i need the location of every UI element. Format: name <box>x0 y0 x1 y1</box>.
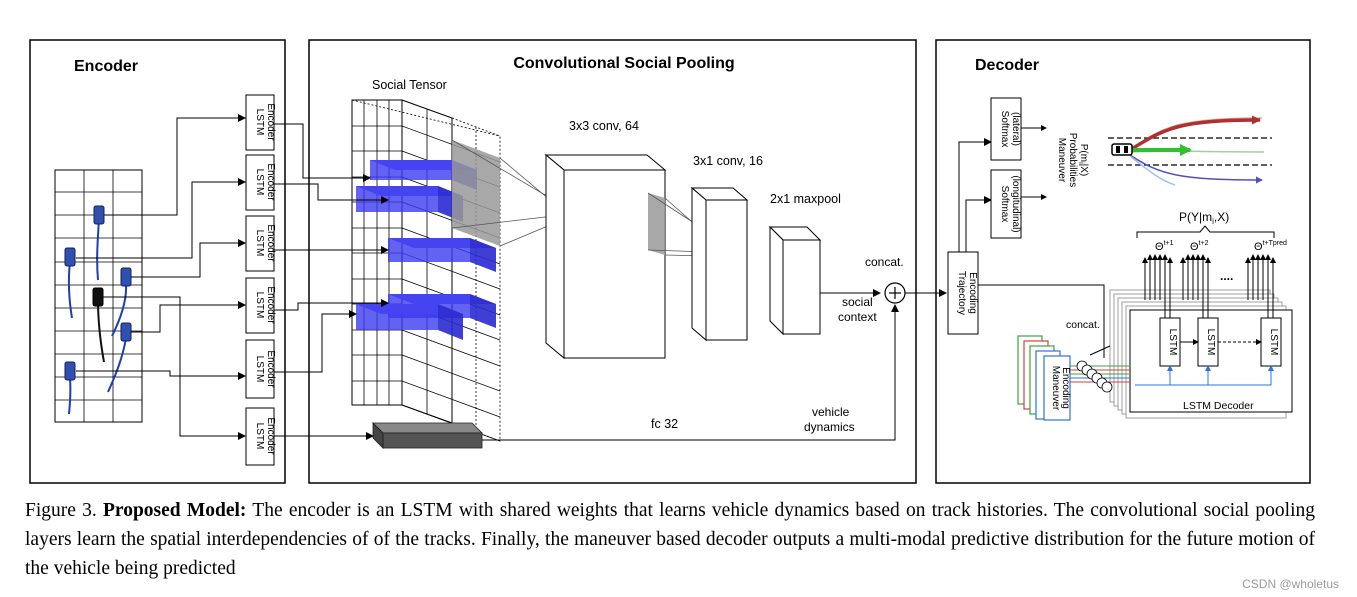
svg-text:Encoder: Encoder <box>265 417 276 455</box>
maneuver-encoding-stack <box>1017 335 1071 421</box>
trajectory-encoding-box: Trajectory Encoding <box>947 251 979 335</box>
decoder-panel <box>935 39 1311 484</box>
svg-text:Encoder: Encoder <box>265 103 276 141</box>
fc-to-concat-arrow <box>482 304 899 441</box>
lstm-decoder-cell: LSTM <box>1159 317 1181 367</box>
lstm-encoder-box: LSTM Encoder <box>245 339 276 399</box>
svg-text:Softmax: Softmax <box>999 111 1010 148</box>
maxpool-block <box>768 225 822 336</box>
social-context-label-2: context <box>838 310 877 324</box>
lstm-encoder-box: LSTM Encoder <box>245 277 276 334</box>
traj-to-softmax-lon-arrow <box>965 196 992 252</box>
maneuver-probabilities-label: Maneuver Probabilities P(mi|X) <box>1056 133 1089 187</box>
vehicle-dynamics-label-2: dynamics <box>804 420 855 434</box>
maneuver-road-illustration <box>1108 115 1272 186</box>
svg-text:(lateral): (lateral) <box>1010 112 1021 146</box>
model-diagram: Encoder <box>29 39 1311 484</box>
lstm-decoder-label: LSTM Decoder <box>1183 400 1254 412</box>
tensor-occupied-cells <box>356 160 496 340</box>
svg-text:Encoder: Encoder <box>265 286 276 324</box>
output-brace <box>1136 225 1275 238</box>
conv1-label: 3x3 conv, 64 <box>569 119 639 133</box>
svg-text:LSTM: LSTM <box>1268 329 1279 356</box>
receptive-field <box>452 140 500 246</box>
conv2-block <box>690 186 749 342</box>
svg-text:LSTM: LSTM <box>1167 329 1178 356</box>
theta-t2-label: Θt+2 <box>1190 240 1209 253</box>
softmax-longitudinal-box: Softmax (longitudinal) <box>990 169 1022 239</box>
softmax-lateral-box: Softmax (lateral) <box>990 97 1022 161</box>
svg-text:Trajectory: Trajectory <box>956 271 967 315</box>
svg-text:LSTM: LSTM <box>254 292 265 319</box>
svg-text:LSTM: LSTM <box>254 169 265 196</box>
svg-text:P(mi|X): P(mi|X) <box>1077 144 1089 177</box>
traj-to-softmax-lat-arrow <box>958 138 992 252</box>
car-icon <box>120 322 132 342</box>
social-tensor-label: Social Tensor <box>372 78 447 92</box>
lstm-encoder-box: LSTM Encoder <box>245 215 276 272</box>
svg-text:Encoder: Encoder <box>265 163 276 201</box>
decoder-title: Decoder <box>975 57 1039 74</box>
svg-text:Encoder: Encoder <box>265 224 276 262</box>
encoder-panel <box>29 39 286 484</box>
caption-figure-number: Figure 3. <box>25 500 97 521</box>
concat-plus-icon <box>884 282 906 304</box>
svg-text:LSTM: LSTM <box>254 356 265 383</box>
lstm-encoder-box-ego: LSTM Encoder <box>245 407 276 466</box>
svg-text:LSTM: LSTM <box>254 109 265 136</box>
conv1-block <box>544 153 667 360</box>
caption-bold-title: Proposed Model: <box>102 500 247 521</box>
car-icon <box>64 247 76 267</box>
pooling-panel <box>308 39 917 484</box>
svg-text:LSTM: LSTM <box>254 230 265 257</box>
caption-text: The encoder is an LSTM with shared weigh… <box>25 500 1316 579</box>
maneuver-encoding-label-2: Encoding <box>1060 367 1071 409</box>
decoder-concat-icons <box>1076 360 1113 393</box>
maxpool-label: 2x1 maxpool <box>770 192 841 206</box>
ego-car-icon <box>1111 143 1133 156</box>
pooling-title: Convolutional Social Pooling <box>513 55 734 72</box>
fc-label: fc 32 <box>651 417 678 431</box>
svg-text:(longitudinal): (longitudinal) <box>1010 175 1021 232</box>
traj-to-decoder-arrow <box>978 284 1105 358</box>
concat-label: concat. <box>865 255 904 269</box>
lstm-encoder-box: LSTM Encoder <box>245 94 276 151</box>
lstm-decoder-cell: LSTM <box>1197 317 1219 367</box>
ego-car-icon <box>92 287 104 307</box>
encoder-title: Encoder <box>74 58 138 75</box>
theta-tpred-label: Θt+Tpred <box>1254 240 1287 253</box>
encoder-input-arrows <box>76 114 246 440</box>
lstm-encoder-box: LSTM Encoder <box>245 154 276 211</box>
lstm-decoder-cell: LSTM <box>1260 317 1282 367</box>
car-icon <box>93 205 105 225</box>
svg-text:Encoding: Encoding <box>967 272 978 314</box>
lstm-encoder-stack: LSTM Encoder LSTM Encoder LSTM Encoder L… <box>245 94 276 466</box>
vehicle-tracks <box>67 217 128 415</box>
svg-text:Softmax: Softmax <box>999 186 1010 223</box>
maneuver-encoding-label: Maneuver <box>1050 366 1061 411</box>
pyx-label: P(Y|mi,X) <box>1179 210 1229 226</box>
decoder-concat-label: concat. <box>1066 319 1100 331</box>
output-arrows <box>1142 254 1276 318</box>
watermark: CSDN @wholetus <box>1242 577 1339 591</box>
dots-label: .... <box>1220 269 1233 283</box>
svg-text:Probabilities: Probabilities <box>1067 133 1078 187</box>
figure-caption: Figure 3. Proposed Model: The encoder is… <box>25 496 1315 583</box>
decoder-input-lines <box>1135 365 1274 386</box>
theta-t1-label: Θt+1 <box>1155 240 1174 253</box>
conv2-label: 3x1 conv, 16 <box>693 154 763 168</box>
conv1-receptive-field <box>648 193 665 255</box>
social-context-label: social <box>842 295 873 309</box>
svg-text:Encoder: Encoder <box>265 350 276 388</box>
svg-text:Maneuver: Maneuver <box>1056 138 1067 183</box>
car-icon <box>120 267 132 287</box>
svg-text:LSTM: LSTM <box>254 423 265 450</box>
svg-text:LSTM: LSTM <box>1205 329 1216 356</box>
fc-block <box>372 422 483 449</box>
concat-tick <box>1089 345 1111 356</box>
encoder-to-tensor-arrows <box>274 123 389 373</box>
car-icon <box>64 361 76 381</box>
vehicle-dynamics-label: vehicle <box>812 405 850 419</box>
